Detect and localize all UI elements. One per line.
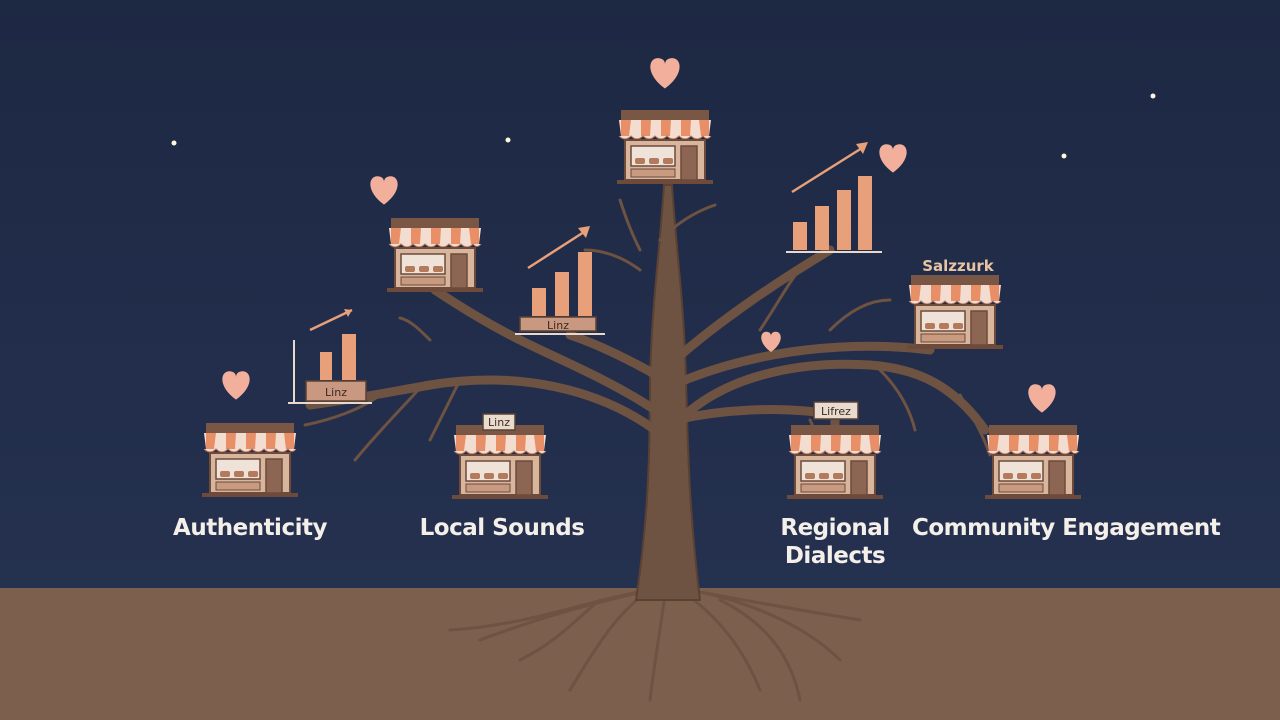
storefront-icon xyxy=(201,422,299,498)
tree xyxy=(303,184,992,702)
storefront-icon xyxy=(906,274,1004,350)
label-regional-dialects-line1: Regional xyxy=(780,515,890,541)
heart-icon xyxy=(222,371,250,400)
bar-chart-icon xyxy=(288,308,372,404)
heart-icon xyxy=(1028,384,1056,413)
heart-icon xyxy=(761,331,781,352)
storefront-icon xyxy=(786,424,884,500)
star-icon xyxy=(1150,93,1156,99)
storefront-icon xyxy=(451,424,549,500)
chart-left-plaque: Linz xyxy=(325,386,347,399)
chart-center-plaque: Linz xyxy=(547,319,569,332)
label-regional-dialects-line2: Dialects xyxy=(784,543,886,569)
shop-regional-sign: Lifrez xyxy=(821,405,851,418)
shop-local-sounds-sign: Linz xyxy=(488,416,510,429)
tree-trunk xyxy=(634,184,702,601)
trend-arrow-icon xyxy=(309,308,353,332)
label-local-sounds: Local Sounds xyxy=(419,515,585,541)
storefront-icon xyxy=(984,424,1082,500)
heart-icon xyxy=(650,58,680,89)
ground xyxy=(0,588,1280,720)
signs: Linz Linz Linz Lifrez Salzzurk xyxy=(325,257,995,431)
trend-arrow-icon xyxy=(527,230,585,270)
storefronts xyxy=(201,109,1082,500)
bar-chart-icon xyxy=(786,142,882,253)
label-authenticity: Authenticity xyxy=(173,515,327,541)
heart-icon xyxy=(879,144,907,173)
label-regional-dialects: Regional Dialects xyxy=(760,514,910,570)
heart-icon xyxy=(370,176,398,205)
star-icon xyxy=(1061,153,1067,159)
stars xyxy=(171,93,1156,159)
star-icon xyxy=(171,140,177,146)
storefront-icon xyxy=(616,109,714,185)
bar-charts xyxy=(288,142,882,404)
tree-twigs xyxy=(303,198,992,472)
bar-chart-icon xyxy=(515,226,605,335)
storefront-icon xyxy=(386,217,484,293)
star-icon xyxy=(505,137,511,143)
salzburg-tag: Salzzurk xyxy=(922,257,995,275)
trend-arrow-icon xyxy=(791,146,863,194)
label-community-engagement: Community Engagement xyxy=(912,515,1221,541)
